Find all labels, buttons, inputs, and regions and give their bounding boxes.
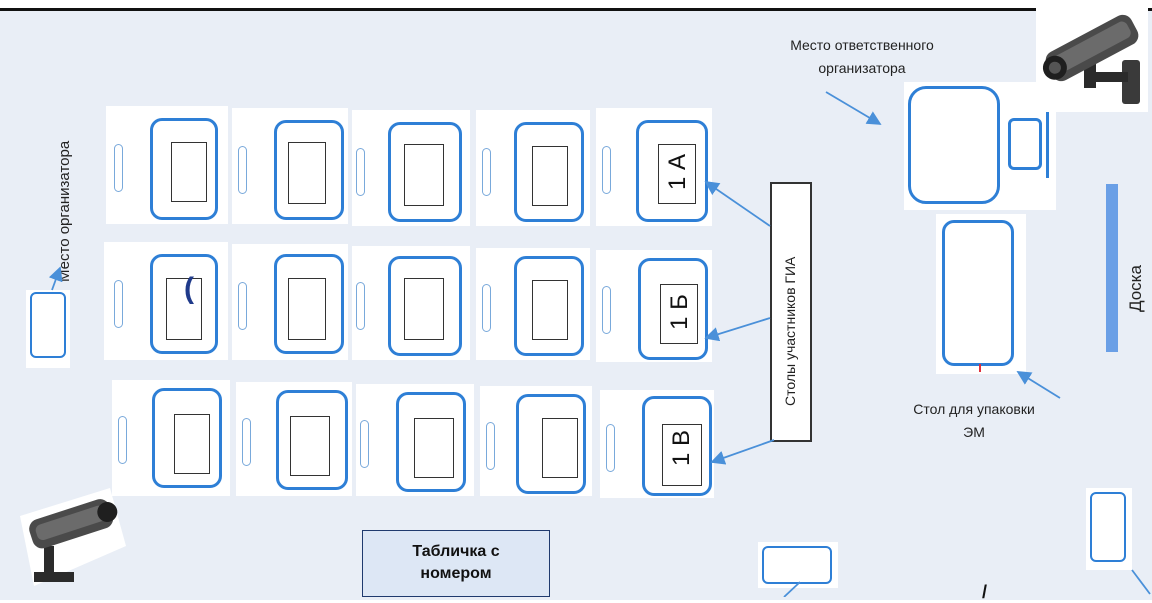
chair <box>602 286 611 334</box>
desk-sheet <box>660 284 698 344</box>
desk-sheet <box>290 416 330 476</box>
participant-place <box>352 110 470 226</box>
stroke-mark: / <box>982 582 988 602</box>
participant-place <box>232 108 348 224</box>
cctv-camera-icon <box>14 486 126 597</box>
desk-sheet <box>171 142 207 202</box>
chair <box>486 422 495 470</box>
packing-table-mark <box>979 364 981 372</box>
desk-sheet <box>174 414 210 474</box>
participant-place <box>476 110 590 226</box>
packing-table-label-line1: Стол для упаковки <box>913 401 1035 417</box>
desk-sheet <box>166 278 202 340</box>
cctv-camera-icon <box>1036 8 1148 112</box>
desk-sheet <box>404 144 444 206</box>
desk-sheet <box>288 278 326 340</box>
desk-sheet <box>288 142 326 204</box>
chair <box>606 424 615 472</box>
number-plate-line1: Табличка с <box>412 543 500 560</box>
arrow <box>704 180 771 227</box>
participant-place <box>352 246 470 360</box>
participant-place <box>236 382 352 496</box>
responsible-organizer-place <box>904 82 1056 210</box>
chair <box>238 282 247 330</box>
chair <box>114 144 123 192</box>
arrow <box>783 581 801 597</box>
entrance-desk <box>762 546 832 584</box>
chair <box>602 146 611 194</box>
arrow <box>704 317 771 342</box>
responsible-organizer-label-line2: организатора <box>818 60 906 76</box>
chair <box>118 416 127 464</box>
chair <box>360 420 369 468</box>
participant-place: 1 В <box>600 390 714 498</box>
desk-sheet <box>414 418 454 478</box>
chair <box>114 280 123 328</box>
chair <box>482 148 491 196</box>
arrow <box>825 91 882 125</box>
packing-table-place <box>936 214 1026 374</box>
chair <box>356 282 365 330</box>
participant-place: 1 Б <box>596 250 712 362</box>
desk-sheet <box>532 280 568 340</box>
participant-place <box>480 386 592 496</box>
arrow <box>48 266 63 291</box>
desk-sheet <box>532 146 568 206</box>
participant-place: ( <box>104 242 228 360</box>
chair <box>238 146 247 194</box>
participant-place <box>476 248 590 360</box>
extra-desk <box>1090 492 1126 562</box>
desk-sheet <box>542 418 578 478</box>
monitor <box>1008 118 1042 170</box>
organizer-desk <box>30 292 66 358</box>
participant-desks-label-box: Столы участников ГИА <box>770 182 812 442</box>
responsible-organizer-desk <box>908 86 1000 204</box>
participant-place <box>112 380 230 496</box>
desk-sheet <box>662 424 702 486</box>
desk-sheet <box>658 144 696 204</box>
participant-place <box>232 244 348 360</box>
participant-place <box>356 384 474 496</box>
entrance-place <box>758 542 838 588</box>
chair <box>242 418 251 466</box>
arrow <box>710 439 775 465</box>
participant-place <box>106 106 228 224</box>
organizer-place <box>26 290 70 368</box>
desk-sheet <box>404 278 444 340</box>
arrow <box>1016 371 1061 399</box>
chair <box>356 148 365 196</box>
responsible-organizer-label-line1: Место ответственного <box>790 37 934 53</box>
extra-place <box>1086 488 1132 570</box>
chair <box>482 284 491 332</box>
arrow <box>1131 569 1151 595</box>
pen-mark: ( <box>184 272 194 305</box>
participant-place: 1 А <box>596 108 712 226</box>
packing-table-label-line2: ЭМ <box>963 424 985 440</box>
number-plate-line2: номером <box>420 565 492 582</box>
number-plate: Табличка с номером <box>362 530 550 597</box>
monitor-stand <box>1046 112 1049 178</box>
packing-table <box>942 220 1014 366</box>
blackboard <box>1106 184 1118 352</box>
